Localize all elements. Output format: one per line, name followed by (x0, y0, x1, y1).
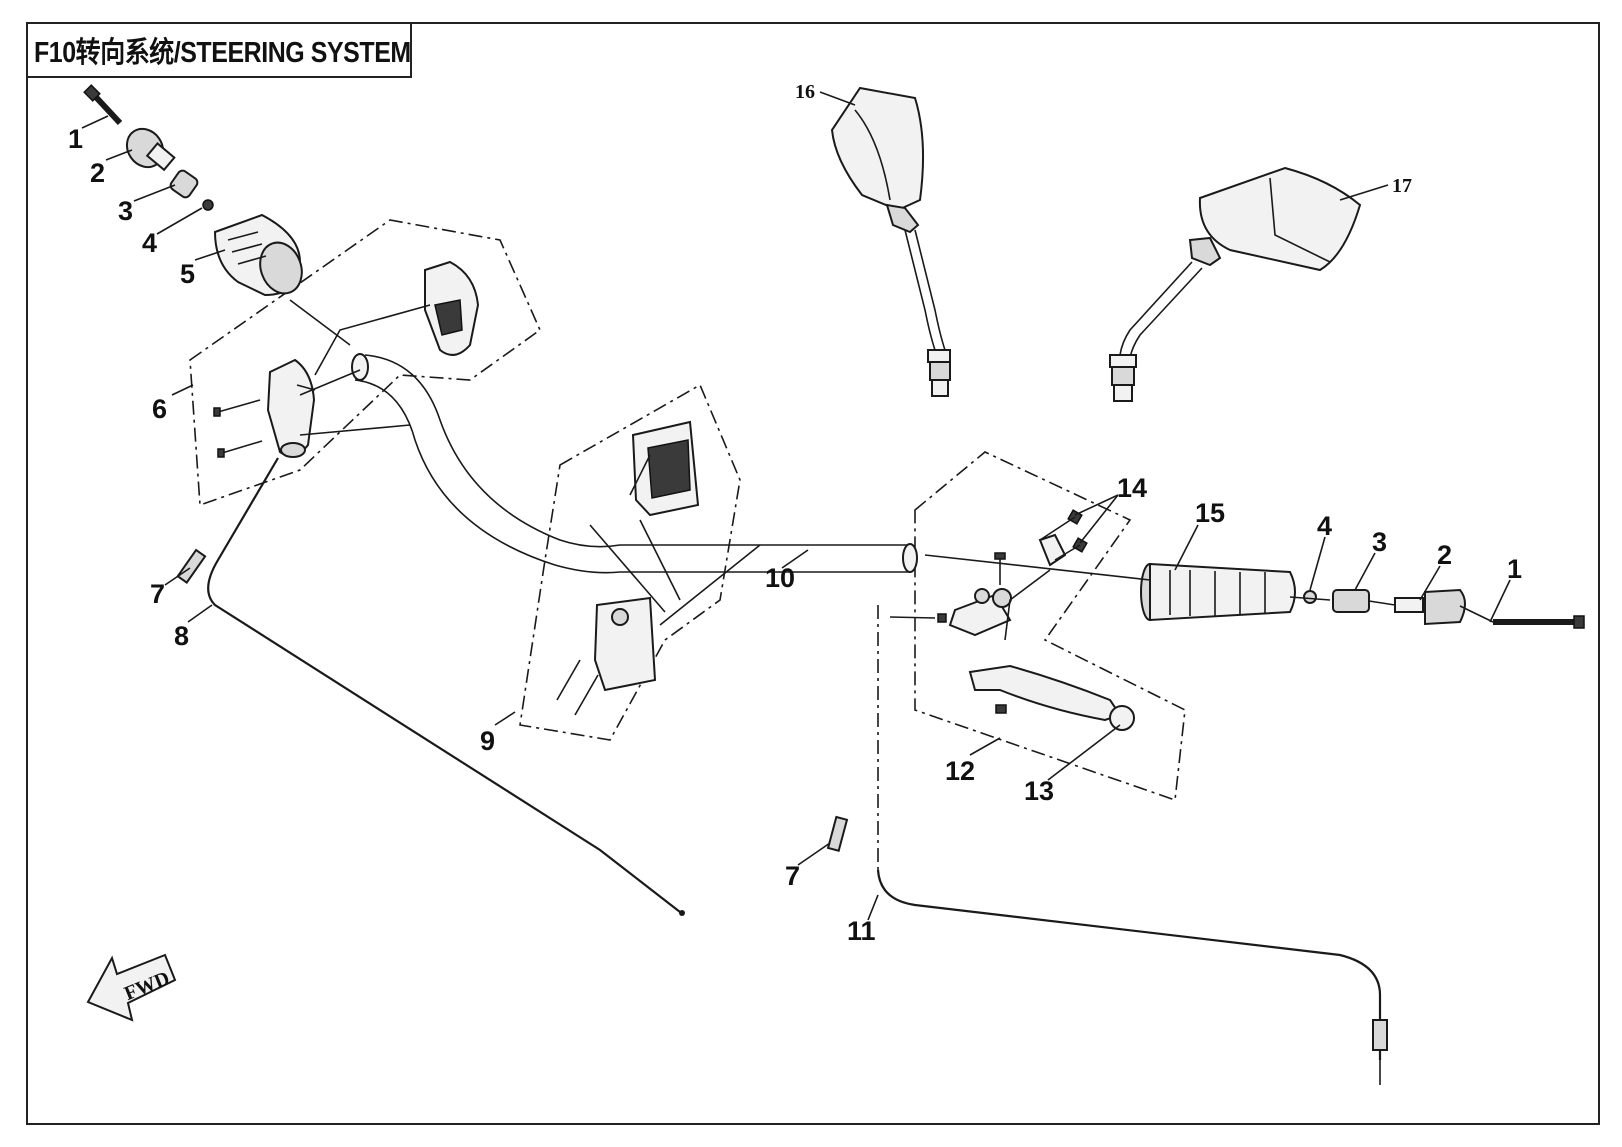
callout-6: 6 (152, 394, 167, 424)
title-box: F10转向系统/STEERING SYSTEM (26, 22, 412, 78)
group-outline-9 (519, 383, 741, 741)
handlebar (351, 353, 918, 574)
left-grip-5 (213, 213, 303, 297)
cable-tie-7-right (826, 815, 849, 852)
callout-2-left: 2 (90, 158, 105, 188)
right-bar-end-weight-2 (1394, 588, 1466, 626)
throttle-cable-8 (207, 457, 685, 916)
callout-12: 12 (945, 756, 975, 786)
lever-bracket-12 (937, 533, 1067, 637)
callout-16: 16 (795, 81, 815, 103)
right-collar-3 (1332, 589, 1370, 613)
callout-4-left: 4 (142, 228, 157, 258)
right-mirror-17 (1109, 166, 1362, 402)
group-outline-6 (189, 219, 541, 507)
callout-5: 5 (180, 259, 195, 289)
fwd-arrow: FWD (86, 953, 177, 1022)
callout-9: 9 (480, 726, 495, 756)
right-washer-4 (1303, 590, 1317, 604)
left-washer-4 (202, 199, 214, 211)
callout-8: 8 (174, 621, 189, 651)
callout-7-right: 7 (785, 861, 800, 891)
diagram-frame (26, 22, 1600, 1125)
callout-17: 17 (1392, 175, 1412, 197)
left-switch-housing-6 (213, 260, 480, 458)
callout-11: 11 (847, 916, 876, 946)
leader-lines (289, 299, 1494, 641)
clutch-lever-13 (968, 664, 1135, 731)
callout-7-left: 7 (150, 579, 165, 609)
callout-3-right: 3 (1372, 527, 1387, 557)
left-bolt-1 (83, 84, 123, 126)
callout-10: 10 (765, 563, 795, 593)
callout-13: 13 (1024, 776, 1054, 806)
left-mirror-16 (830, 86, 951, 397)
right-grip-15 (1140, 562, 1296, 622)
callout-1-right: 1 (1507, 554, 1522, 584)
cable-tie-7-left (176, 548, 207, 584)
callout-3-left: 3 (118, 196, 133, 226)
callout-2-right: 2 (1437, 540, 1452, 570)
callout-15: 15 (1195, 498, 1225, 528)
left-bar-end-weight-2 (125, 127, 176, 172)
callout-pointers (81, 91, 1511, 921)
right-bolt-1 (1493, 615, 1585, 629)
diagram-title: F10转向系统/STEERING SYSTEM (34, 37, 411, 69)
callout-4-right: 4 (1317, 511, 1332, 541)
group-outline-12 (914, 451, 1186, 802)
clutch-cable-11 (876, 605, 1388, 1085)
right-switch-housing-9 (556, 420, 700, 716)
callout-1-left: 1 (68, 124, 83, 154)
callout-14: 14 (1117, 473, 1147, 503)
left-collar-3 (169, 169, 199, 199)
